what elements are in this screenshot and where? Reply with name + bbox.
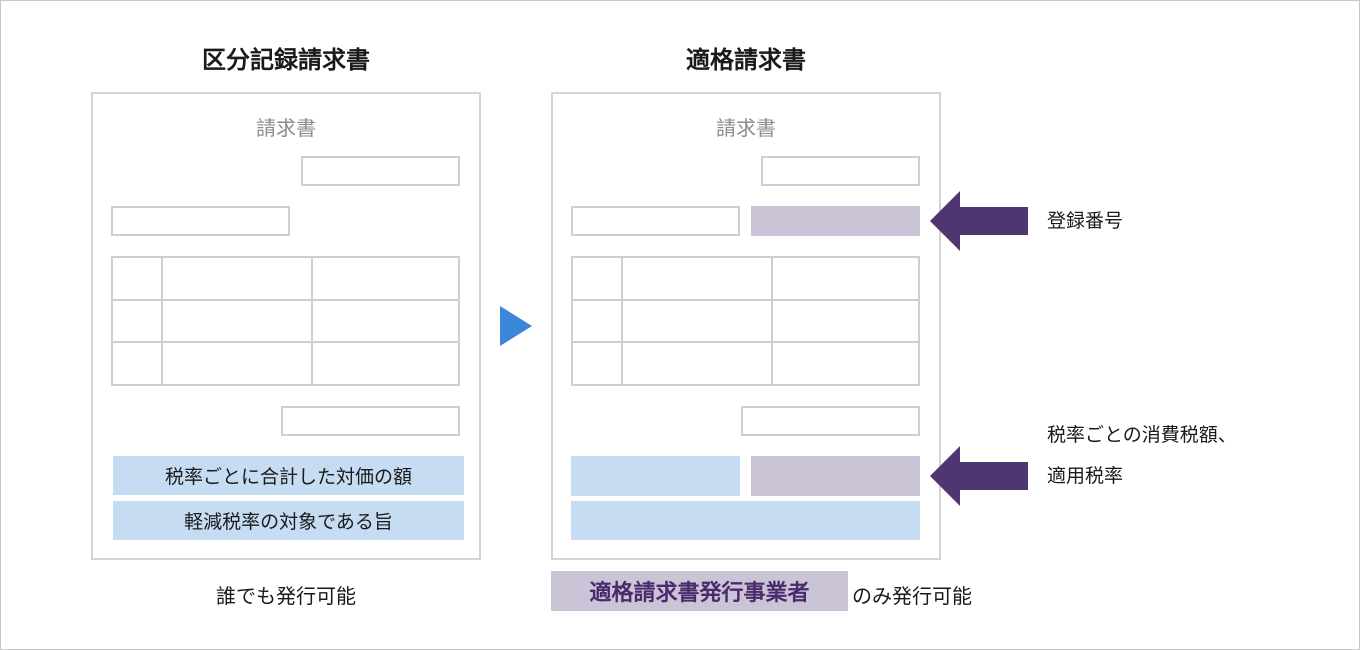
left-field-top-right — [301, 156, 460, 186]
right-registration-number-box — [751, 206, 920, 236]
qualified-issuer-badge: 適格請求書発行事業者 — [551, 571, 848, 611]
right-tax-total-box — [571, 456, 740, 496]
table-cell — [311, 341, 460, 386]
left-field-recipient — [111, 206, 290, 236]
left-arrow-icon — [930, 191, 1028, 251]
tax-amount-label-line2: 適用税率 — [1047, 465, 1124, 487]
table-cell — [311, 256, 460, 301]
table-cell — [161, 341, 313, 386]
right-items-table — [571, 256, 920, 386]
table-cell — [161, 298, 313, 344]
right-reduced-rate-box — [571, 501, 920, 540]
table-cell — [621, 341, 773, 386]
right-field-top-right — [761, 156, 920, 186]
left-doc-title: 請求書 — [256, 116, 316, 140]
right-column-title: 適格請求書 — [686, 46, 806, 74]
table-cell — [771, 341, 920, 386]
table-cell — [311, 298, 460, 344]
table-cell — [571, 298, 623, 344]
registration-number-label: 登録番号 — [1047, 210, 1124, 232]
left-column-title: 区分記録請求書 — [202, 46, 370, 74]
table-cell — [621, 298, 773, 344]
play-triangle-icon — [500, 306, 532, 346]
table-cell — [621, 256, 773, 301]
left-caption: 誰でも発行可能 — [216, 584, 356, 608]
left-field-total — [281, 406, 460, 436]
right-field-total — [741, 406, 920, 436]
table-cell — [161, 256, 313, 301]
table-cell — [111, 256, 163, 301]
table-cell — [571, 256, 623, 301]
table-cell — [571, 341, 623, 386]
left-reduced-rate-box: 軽減税率の対象である旨 — [113, 501, 464, 540]
table-cell — [111, 298, 163, 344]
tax-amount-label-line1: 税率ごとの消費税額、 — [1047, 424, 1237, 446]
right-field-recipient — [571, 206, 740, 236]
left-tax-total-box: 税率ごとに合計した対価の額 — [113, 456, 464, 495]
left-arrow-icon — [930, 446, 1028, 506]
right-caption-suffix: のみ発行可能 — [852, 584, 972, 608]
table-cell — [771, 298, 920, 344]
left-items-table — [111, 256, 460, 386]
right-doc-title: 請求書 — [716, 116, 776, 140]
table-cell — [111, 341, 163, 386]
right-tax-amount-box — [751, 456, 920, 496]
table-cell — [771, 256, 920, 301]
